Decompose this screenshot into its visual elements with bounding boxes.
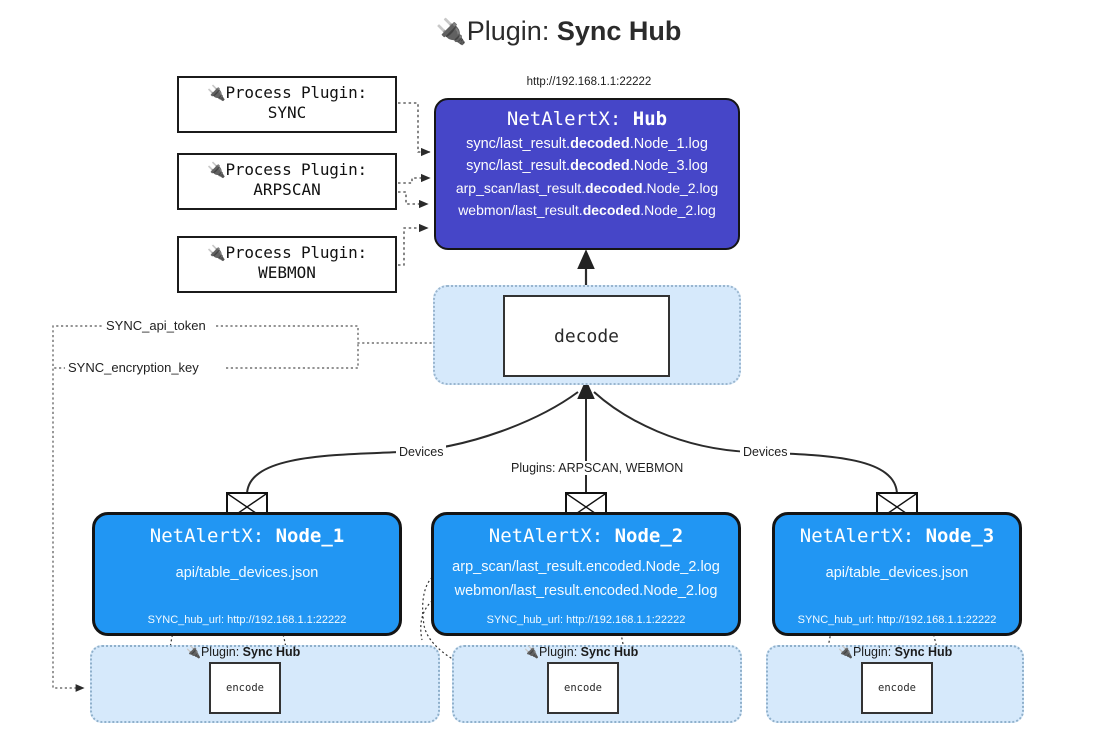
encode-plugin-label: 🔌Plugin: Sync Hub [524, 645, 638, 659]
page-title-name: Sync Hub [556, 16, 682, 46]
page-title: 🔌Plugin: Sync Hub [0, 16, 1117, 47]
plug-icon: 🔌 [207, 244, 226, 262]
node-title-name: Node_3 [925, 525, 995, 547]
node-log-line: api/table_devices.json [175, 565, 319, 581]
edge-label-plugins: Plugins: ARPSCAN, WEBMON [508, 461, 687, 475]
log-bold: decoded [585, 180, 643, 196]
plug-icon: 🔌 [524, 645, 539, 659]
plug-icon: 🔌 [435, 18, 467, 46]
log-post: .Node_3.log [629, 158, 708, 174]
encode-plugin-prefix: Plugin: [200, 645, 240, 659]
node-title-prefix: NetAlertX: [799, 525, 915, 547]
encode-plugin-prefix: Plugin: [538, 645, 578, 659]
plug-icon: 🔌 [207, 161, 226, 179]
edge-label-devices-left: Devices [396, 445, 447, 459]
plug-icon: 🔌 [207, 84, 226, 102]
encode-plugin-label: 🔌Plugin: Sync Hub [838, 645, 952, 659]
node-hub-url-value: http://192.168.1.1:22222 [566, 614, 686, 626]
node-title: NetAlertX: Node_3 [775, 525, 1019, 547]
node-log-line: arp_scan/last_result.encoded.Node_2.log [452, 559, 720, 575]
node-title: NetAlertX: Node_1 [95, 525, 399, 547]
log-bold: decoded [582, 202, 641, 218]
log-pre: webmon/last_result. [458, 202, 583, 218]
log-post: .Node_2.log [640, 202, 716, 218]
node-title-prefix: NetAlertX: [488, 525, 604, 547]
node-box-node-2[interactable]: NetAlertX: Node_2 arp_scan/last_result.e… [431, 512, 741, 636]
plug-icon: 🔌 [838, 645, 853, 659]
log-pre: sync/last_result. [466, 158, 571, 174]
process-plugin-header: Process Plugin: [225, 160, 367, 179]
encode-plugin-name: Sync Hub [894, 645, 953, 659]
log-pre: arp_scan/last_result. [455, 180, 586, 196]
process-plugin-box-webmon[interactable]: 🔌Process Plugin: WEBMON [177, 236, 397, 293]
node-hub-url: SYNC_hub_url: http://192.168.1.1:22222 [775, 614, 1019, 626]
page-title-prefix: Plugin: [466, 16, 550, 46]
node-hub-url-key: SYNC_hub_url: [797, 614, 875, 626]
hub-log-line: sync/last_result.decoded.Node_3.log [436, 158, 738, 174]
hub-url-label: http://192.168.1.1:22222 [526, 76, 652, 88]
process-plugin-name: ARPSCAN [253, 180, 321, 200]
log-post: .Node_1.log [629, 136, 708, 152]
process-plugin-box-arpscan[interactable]: 🔌Process Plugin: ARPSCAN [177, 153, 397, 210]
encode-box[interactable]: encode [547, 662, 619, 714]
hub-title: NetAlertX: Hub [436, 108, 738, 130]
node-title-prefix: NetAlertX: [149, 525, 265, 547]
log-post: .Node_2.log [642, 180, 719, 196]
process-plugin-name: SYNC [267, 103, 307, 123]
encode-plugin-name: Sync Hub [580, 645, 639, 659]
decode-box[interactable]: decode [503, 295, 670, 377]
node-log-line: api/table_devices.json [825, 565, 969, 581]
node-hub-url-key: SYNC_hub_url: [147, 614, 225, 626]
node-hub-url-value: http://192.168.1.1:22222 [877, 614, 997, 626]
encode-box[interactable]: encode [209, 662, 281, 714]
encode-plugin-prefix: Plugin: [852, 645, 892, 659]
hub-box[interactable]: NetAlertX: Hub sync/last_result.decoded.… [434, 98, 740, 250]
hub-title-name: Hub [632, 108, 668, 130]
log-bold: decoded [570, 136, 630, 152]
node-hub-url-key: SYNC_hub_url: [486, 614, 564, 626]
encode-plugin-name: Sync Hub [242, 645, 301, 659]
process-plugin-header: Process Plugin: [225, 243, 367, 262]
hub-title-prefix: NetAlertX: [506, 108, 622, 130]
node-log-line: webmon/last_result.encoded.Node_2.log [454, 583, 718, 599]
node-hub-url-value: http://192.168.1.1:22222 [227, 614, 347, 626]
node-title: NetAlertX: Node_2 [434, 525, 738, 547]
process-plugin-name: WEBMON [258, 263, 316, 283]
encode-plugin-label: 🔌Plugin: Sync Hub [186, 645, 300, 659]
hub-log-line: webmon/last_result.decoded.Node_2.log [436, 202, 738, 218]
node-box-node-1[interactable]: NetAlertX: Node_1 api/table_devices.json… [92, 512, 402, 636]
plug-icon: 🔌 [186, 645, 201, 659]
node-hub-url: SYNC_hub_url: http://192.168.1.1:22222 [95, 614, 399, 626]
hub-log-line: sync/last_result.decoded.Node_1.log [436, 136, 738, 152]
hub-log-line: arp_scan/last_result.decoded.Node_2.log [436, 180, 738, 196]
edge-label-devices-right: Devices [740, 445, 791, 459]
log-pre: sync/last_result. [466, 136, 571, 152]
node-box-node-3[interactable]: NetAlertX: Node_3 api/table_devices.json… [772, 512, 1022, 636]
token-label-api: SYNC_api_token [103, 318, 209, 333]
process-plugin-box-sync[interactable]: 🔌Process Plugin: SYNC [177, 76, 397, 133]
log-bold: decoded [570, 158, 630, 174]
process-plugin-header: Process Plugin: [225, 83, 367, 102]
node-hub-url: SYNC_hub_url: http://192.168.1.1:22222 [434, 614, 738, 626]
token-label-encryption: SYNC_encryption_key [65, 360, 202, 375]
node-title-name: Node_1 [275, 525, 345, 547]
encode-box[interactable]: encode [861, 662, 933, 714]
node-title-name: Node_2 [614, 525, 684, 547]
